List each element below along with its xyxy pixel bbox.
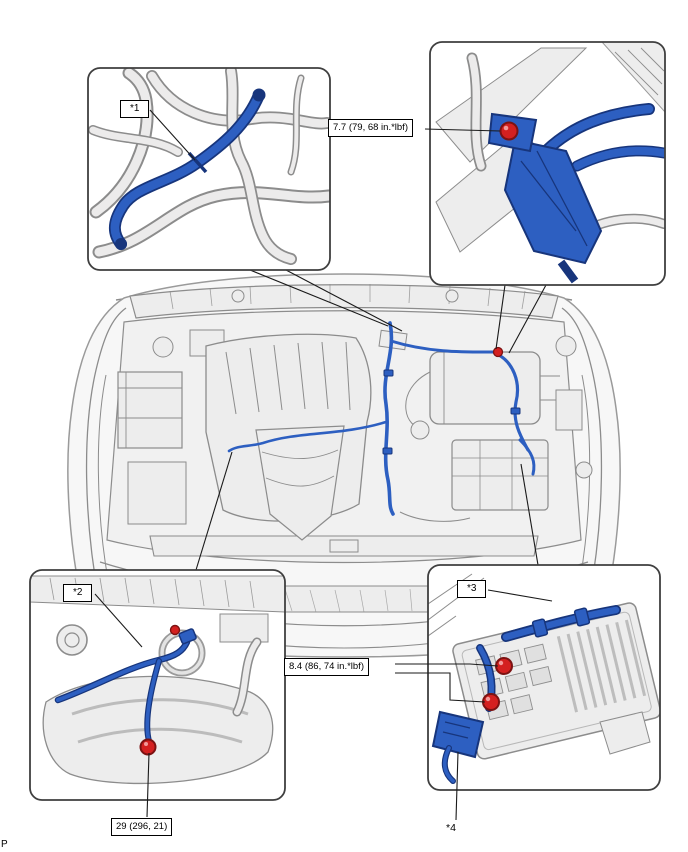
torque-spec-2-label: 29 (296, 21) xyxy=(111,818,173,836)
torque-bolt-3a xyxy=(495,657,513,675)
torque-bolt-3b xyxy=(482,693,500,711)
page-marker: P xyxy=(1,839,8,850)
highlighted-connector xyxy=(431,710,485,759)
torque-bolt-2 xyxy=(139,738,157,756)
main-engine-bay-illustration xyxy=(67,273,621,658)
valve-cover-ridges xyxy=(225,341,351,415)
inset-1-frame xyxy=(87,67,331,271)
torque-bolt-1 xyxy=(499,121,519,141)
inset-engine-cover-wire-detail xyxy=(29,569,286,801)
highlighted-wire-harness xyxy=(227,321,536,516)
inset-2-frame xyxy=(429,41,666,286)
torque-spec-3-label: 8.4 (86, 74 in.*lbf) xyxy=(284,658,369,676)
inset-reservoir-bracket-detail xyxy=(429,41,666,286)
inset-4-frame xyxy=(427,564,661,791)
label-leader-lines xyxy=(94,109,553,821)
highlighted-engine-wire xyxy=(54,628,197,744)
inset-hose-routing-detail xyxy=(87,67,331,271)
torque-spec-1-label: 7.7 (79, 68 in.*lbf) xyxy=(328,119,413,137)
callout-4-label: *4 xyxy=(445,822,457,834)
inset-3-frame xyxy=(29,569,286,801)
callout-2-label: *2 xyxy=(63,584,93,602)
fastener-marker-main xyxy=(492,346,504,358)
callout-3-label: *3 xyxy=(457,580,487,598)
air-cleaner-box xyxy=(429,351,541,425)
wire-clamp-clip xyxy=(169,624,181,636)
battery xyxy=(117,371,183,449)
callout-1-label: *1 xyxy=(120,100,150,118)
oil-filler-cap xyxy=(56,624,88,656)
highlighted-hose xyxy=(108,88,266,250)
main-relay-box xyxy=(451,439,549,511)
inset-relay-box-detail xyxy=(427,564,661,791)
inset-leader-lines xyxy=(195,269,547,571)
exhaust-heat-shield xyxy=(255,425,345,541)
